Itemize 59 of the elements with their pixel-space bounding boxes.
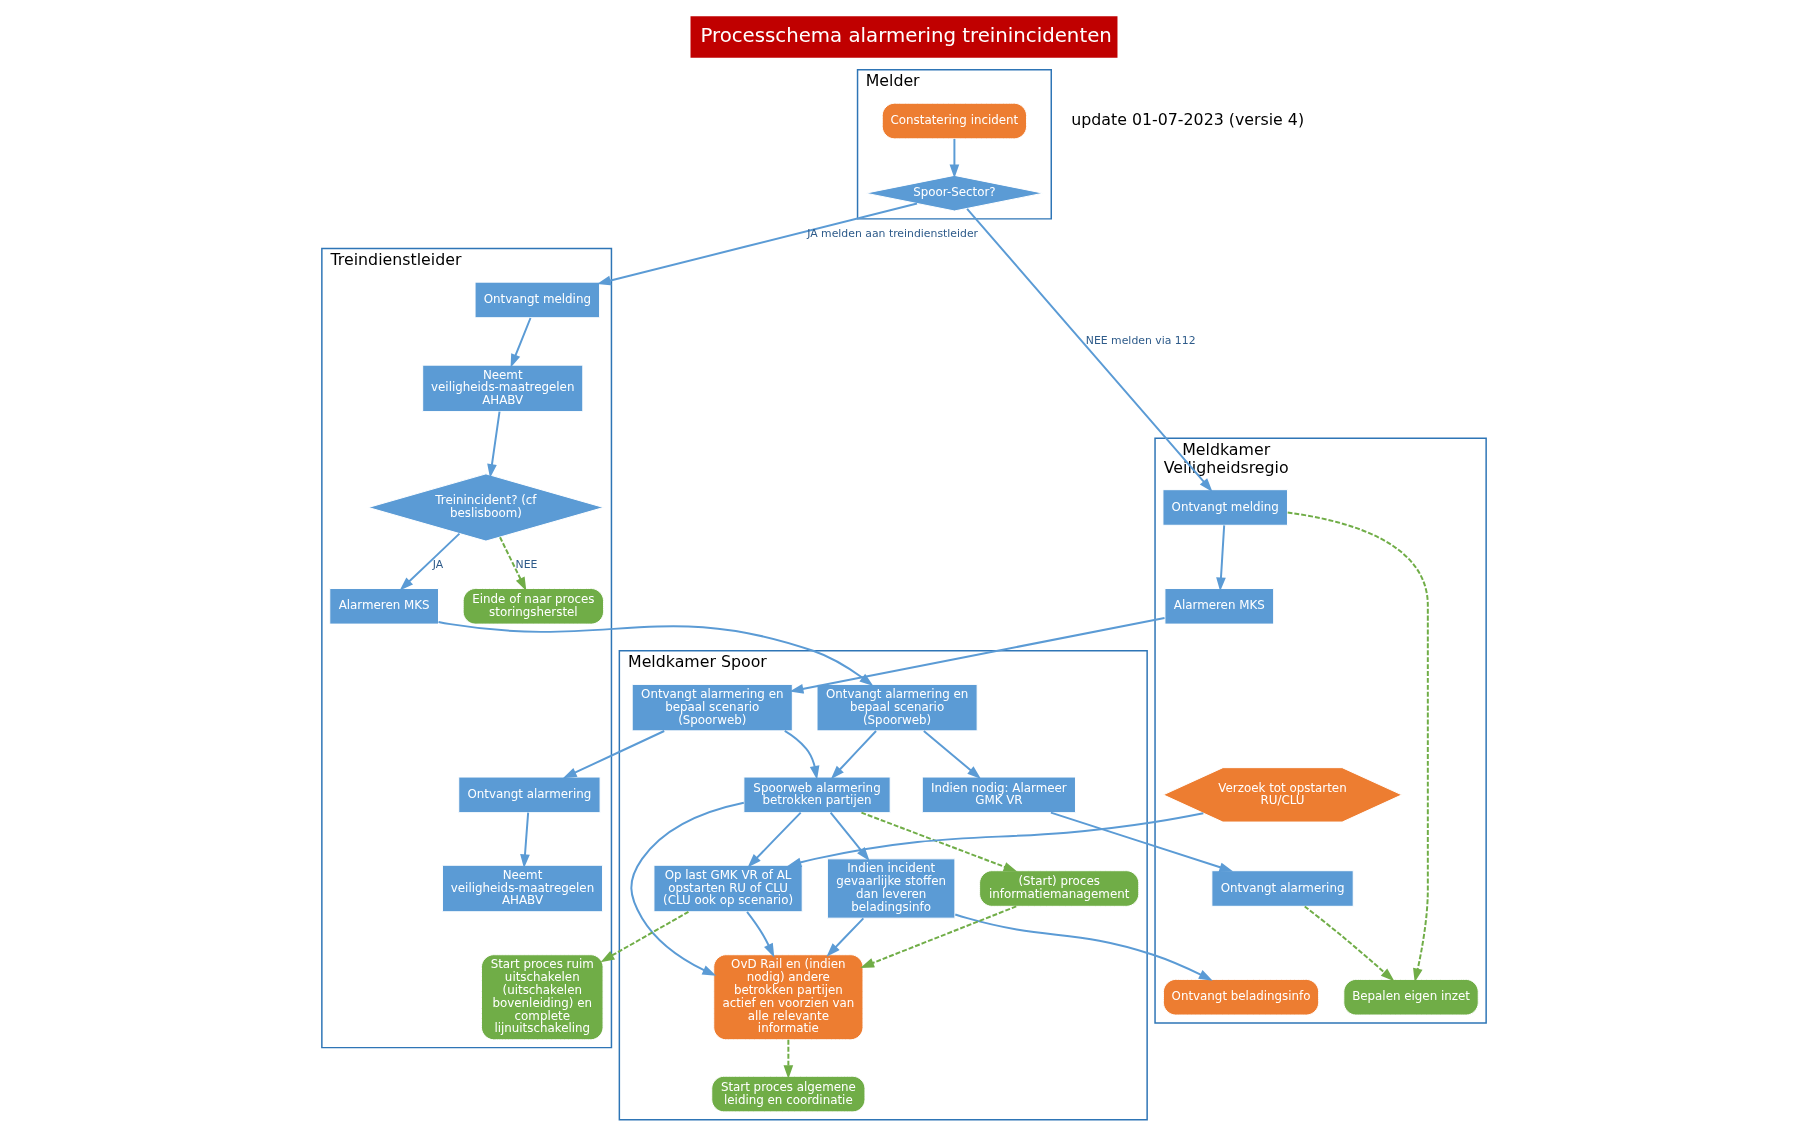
node-box: Ontvangt melding <box>1161 489 1288 526</box>
edge-label: JA melden aan treindienstleider <box>806 227 978 241</box>
arrow <box>859 905 1017 968</box>
node-box: Einde of naar proces storingsherstel <box>462 588 604 625</box>
arrow <box>949 138 959 179</box>
arrow <box>786 812 1204 867</box>
arrow <box>498 536 526 591</box>
arrow <box>789 617 1166 694</box>
node-box: Ontvangt alarmering <box>457 776 601 814</box>
node-box: Ontvangt beladingsinfo <box>1162 978 1319 1016</box>
node-diamond: Spoor-Sector? <box>864 174 1044 212</box>
arrow <box>783 729 819 780</box>
node-box: Start proces algemene leiding en coordinatie <box>710 1075 865 1113</box>
arrow <box>600 910 689 963</box>
arrow <box>562 730 665 779</box>
node-box: Spoorweb alarmering betrokken partijen <box>742 776 891 814</box>
arrow <box>510 317 531 368</box>
arrow <box>399 532 460 591</box>
arrow <box>519 811 530 869</box>
node-box: Constatering incident <box>881 102 1027 140</box>
edge-label: NEE <box>515 557 537 571</box>
node-box: Ontvangt alarmering en bepaal scenario (Spoorweb) <box>631 683 793 732</box>
arrow <box>1303 905 1394 982</box>
arrow <box>745 910 774 958</box>
arrow <box>596 202 918 286</box>
arrow <box>1215 524 1226 592</box>
diagram-title: Processchema alarmering treinincidenten <box>699 23 1112 47</box>
edge-label: JA <box>432 557 443 571</box>
arrow <box>859 811 1017 872</box>
node-box: Ontvangt alarmering en bepaal scenario (Spoorweb) <box>816 683 978 732</box>
arrow <box>486 410 500 478</box>
node-box: (Start) proces informatiemanagement <box>978 870 1139 907</box>
arrow <box>1049 811 1233 872</box>
arrow <box>1286 511 1429 983</box>
node-box: Ontvangt melding <box>474 281 600 319</box>
arrow <box>830 730 877 780</box>
arrow <box>783 1038 793 1080</box>
label: update 01-07-2023 (versie 4) <box>1070 109 1304 129</box>
node-box: Neemt veiligheids-maatregelen AHABV <box>421 364 583 413</box>
node-box: Neemt veiligheids-maatregelen AHABV <box>441 864 603 913</box>
arrow <box>953 913 1213 981</box>
node-diamond: Treinincident? (cf beslisboom) <box>367 473 604 542</box>
node-box: Indien incident gevaarlijke stoffen dan leveren beladingsinfo <box>826 858 955 919</box>
arrow <box>825 917 864 957</box>
node-box: Alarmeren MKS <box>1163 588 1274 625</box>
node-box: Bepalen eigen inzet <box>1342 978 1479 1016</box>
node-box: Start proces ruim uitschakelen (uitschakelen bovenleiding) en complete lijnuitschakeling <box>480 954 604 1041</box>
arrow <box>747 811 802 868</box>
arrow <box>629 801 745 976</box>
node-box: Ontvangt alarmering <box>1210 870 1354 907</box>
arrow <box>922 730 981 779</box>
node-box: OvD Rail en (indien nodig) andere betrokken partijen actief en voorzien van alle relevante informatie <box>712 954 863 1041</box>
node-box: Alarmeren MKS <box>328 588 439 625</box>
arrow <box>437 620 873 686</box>
node-box: Indien nodig: Alarmeer GMK VR <box>921 776 1076 814</box>
edge-label: NEE melden via 112 <box>1085 334 1196 348</box>
arrow <box>965 207 1213 492</box>
node-box: Op last GMK VR of AL opstarten RU of CLU (CLU ook op scenario) <box>652 864 803 913</box>
arrow <box>829 811 870 861</box>
